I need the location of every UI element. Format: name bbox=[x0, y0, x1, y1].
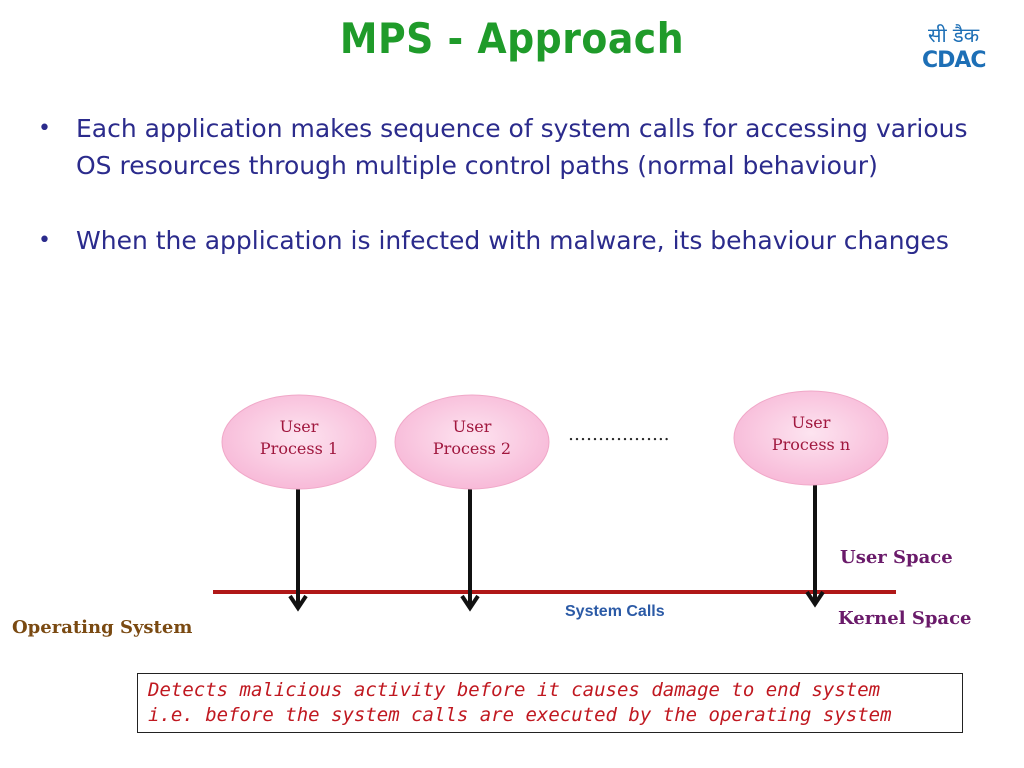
slide-title: MPS - Approach bbox=[339, 14, 685, 63]
kernel-space-label: Kernel Space bbox=[838, 608, 972, 629]
bullet-marker: • bbox=[38, 228, 51, 253]
bullet-text: When the application is infected with ma… bbox=[76, 226, 949, 255]
system-call-arrow-1 bbox=[288, 489, 308, 612]
bullet-text: Each application makes sequence of syste… bbox=[76, 114, 968, 180]
process-label-n: User Process n bbox=[771, 413, 851, 454]
process-node-2 bbox=[394, 394, 550, 490]
process-label-1: User Process 1 bbox=[259, 417, 339, 458]
bullet-item-2: • When the application is infected with … bbox=[38, 222, 978, 259]
more-processes-ellipsis: …………….. bbox=[568, 424, 670, 445]
operating-system-label: Operating System bbox=[12, 617, 193, 638]
process-label-2: User Process 2 bbox=[432, 417, 512, 458]
note-line-2: i.e. before the system calls are execute… bbox=[148, 704, 892, 726]
system-call-arrow-2 bbox=[460, 489, 480, 612]
detection-note-box: Detects malicious activity before it cau… bbox=[137, 673, 963, 733]
bullet-item-1: • Each application makes sequence of sys… bbox=[38, 110, 978, 184]
note-line-1: Detects malicious activity before it cau… bbox=[148, 679, 881, 701]
process-node-n bbox=[733, 390, 889, 486]
bullet-marker: • bbox=[38, 116, 51, 141]
system-calls-label: System Calls bbox=[565, 603, 665, 620]
user-space-label: User Space bbox=[840, 547, 953, 568]
logo-hindi-text: सी डैक bbox=[928, 23, 980, 47]
cdac-logo: सी डैक CDAC bbox=[922, 24, 996, 76]
bullet-list: • Each application makes sequence of sys… bbox=[38, 110, 978, 259]
logo-latin-text: CDAC bbox=[922, 48, 987, 73]
process-node-1 bbox=[221, 394, 377, 490]
system-call-arrow-n bbox=[805, 485, 825, 608]
